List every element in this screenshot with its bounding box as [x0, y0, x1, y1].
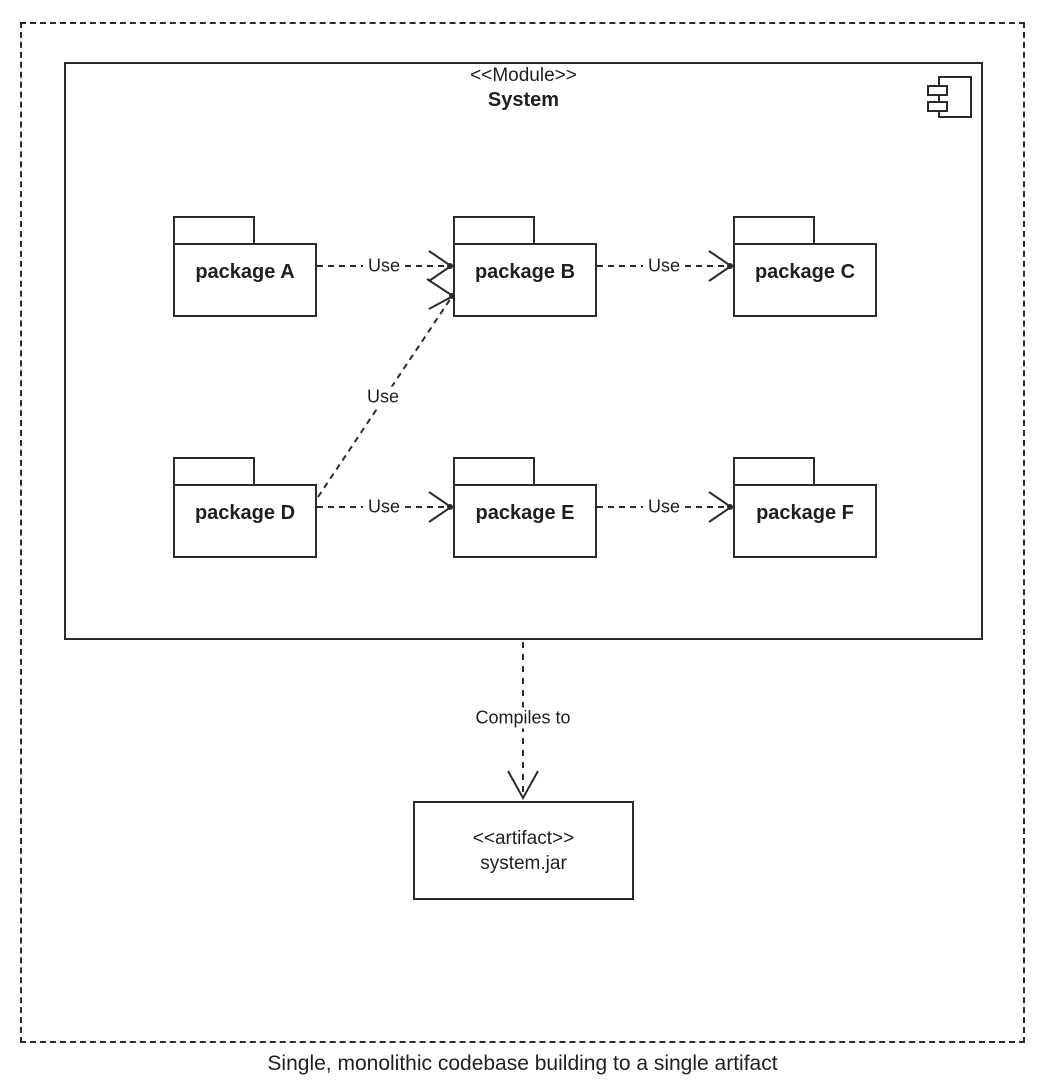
diagram-caption: Single, monolithic codebase building to … [267, 1052, 778, 1075]
package-tab [453, 216, 535, 245]
package-label: package C [754, 260, 856, 283]
artifact-node: <<artifact>> system.jar [413, 801, 634, 900]
use-label-b-to-c: Use [642, 255, 686, 277]
package-label: package B [474, 260, 576, 283]
package-node-a: package A [173, 216, 317, 317]
component-icon-tab [927, 85, 948, 96]
package-node-d: package D [173, 457, 317, 558]
package-body: package C [733, 243, 877, 317]
use-label-d-to-b: Use [361, 386, 405, 408]
diagram-outer-dashed-border [20, 22, 1025, 1043]
system-module-title: <<Module>> System [64, 64, 983, 113]
use-label-d-to-e: Use [362, 496, 406, 518]
artifact-name-label: system.jar [480, 852, 567, 874]
package-tab [733, 457, 815, 486]
artifact-stereotype-label: <<artifact>> [472, 827, 575, 849]
package-body: package A [173, 243, 317, 317]
package-node-f: package F [733, 457, 877, 558]
module-name-label: System [487, 88, 560, 111]
compiles-to-label: Compiles to [470, 707, 576, 729]
package-node-c: package C [733, 216, 877, 317]
package-body: package E [453, 484, 597, 558]
package-label: package E [475, 501, 575, 524]
package-body: package F [733, 484, 877, 558]
package-tab [173, 457, 255, 486]
package-node-e: package E [453, 457, 597, 558]
package-label: package D [194, 501, 296, 524]
package-tab [453, 457, 535, 486]
package-body: package B [453, 243, 597, 317]
component-icon-tab [927, 101, 948, 112]
package-tab [733, 216, 815, 245]
package-body: package D [173, 484, 317, 558]
use-label-e-to-f: Use [642, 496, 686, 518]
package-tab [173, 216, 255, 245]
package-label: package A [195, 260, 295, 283]
use-label-a-to-b: Use [362, 255, 406, 277]
package-node-b: package B [453, 216, 597, 317]
module-stereotype-label: <<Module>> [470, 65, 577, 86]
package-label: package F [756, 501, 854, 524]
